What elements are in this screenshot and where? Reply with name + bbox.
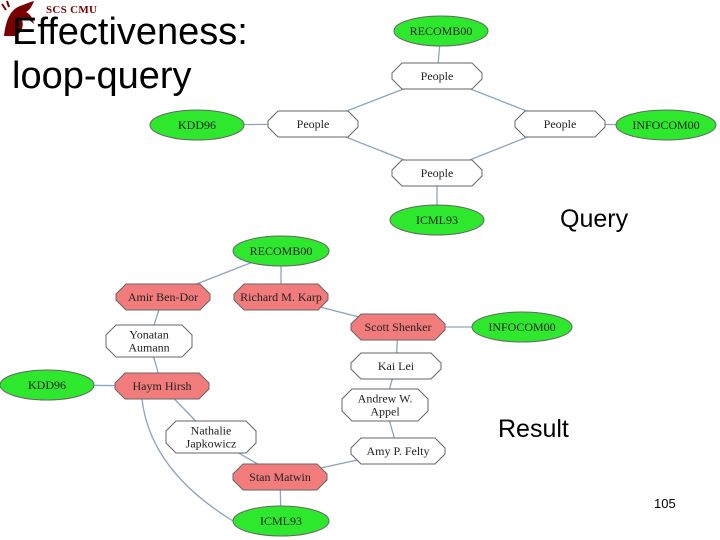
query-node-label-q-people-right-0: People [544, 117, 577, 131]
result-node-shape-r-kailei [350, 352, 442, 380]
result-node-shape-r-recomb [232, 235, 330, 267]
query-node-shape-q-recomb [393, 15, 489, 47]
result-node-r-amy: Amy P. Felty [350, 437, 446, 465]
result-node-label-r-shenker-0: Scott Shenker [365, 320, 432, 334]
query-node-q-people-right: People [514, 110, 606, 138]
result-node-shape-r-amy [350, 437, 446, 465]
result-node-r-kdd: KDD96 [0, 369, 95, 401]
result-node-shape-r-appel [341, 388, 429, 422]
query-node-label-q-people-left-0: People [297, 117, 330, 131]
result-node-label-r-appel-1: Appel [370, 405, 400, 419]
result-node-r-amir: Amir Ben-Dor [115, 283, 211, 311]
result-node-shape-r-kdd [0, 369, 95, 401]
result-node-label-r-recomb-0: RECOMB00 [250, 244, 313, 258]
result-node-r-recomb: RECOMB00 [232, 235, 330, 267]
result-caption: Result [498, 415, 569, 443]
result-node-shape-r-shenker [350, 313, 446, 341]
result-node-r-haym: Haym Hirsh [114, 372, 210, 400]
query-node-shape-q-people-left [267, 110, 359, 138]
query-node-shape-q-people-right [514, 110, 606, 138]
result-node-shape-r-haym [114, 372, 210, 400]
result-node-label-r-nathalie-0: Nathalie [191, 424, 232, 438]
query-node-q-people-top: People [391, 62, 483, 90]
query-node-label-q-infocom-0: INFOCOM00 [632, 118, 699, 132]
title-line-2: loop-query [12, 55, 192, 97]
query-node-q-kdd: KDD96 [149, 109, 245, 141]
result-node-label-r-icml-0: ICML93 [260, 514, 302, 528]
result-node-shape-r-karp [233, 283, 329, 311]
result-node-r-shenker: Scott Shenker [350, 313, 446, 341]
query-node-shape-q-kdd [149, 109, 245, 141]
result-node-r-appel: Andrew W.Appel [341, 388, 429, 422]
query-node-q-icml: ICML93 [389, 204, 485, 236]
result-node-shape-r-icml [232, 505, 330, 537]
result-node-shape-r-infocom [471, 311, 573, 343]
query-node-shape-q-icml [389, 204, 485, 236]
result-node-label-r-haym-0: Haym Hirsh [133, 379, 192, 393]
page-number: 105 [654, 496, 676, 511]
result-node-label-r-kdd-0: KDD96 [28, 378, 66, 392]
result-node-r-kailei: Kai Lei [350, 352, 442, 380]
result-edge-r-haym-r-icml [141, 398, 234, 522]
result-node-label-r-amy-0: Amy P. Felty [366, 444, 429, 458]
title-line-1: Effectiveness: [12, 11, 248, 53]
query-node-label-q-recomb-0: RECOMB00 [410, 24, 473, 38]
query-node-shape-q-people-bottom [391, 159, 483, 187]
query-caption: Query [560, 205, 629, 233]
result-node-label-r-appel-0: Andrew W. [358, 392, 413, 406]
query-node-label-q-kdd-0: KDD96 [178, 118, 216, 132]
result-node-label-r-matwin-0: Stan Matwin [249, 470, 311, 484]
result-node-label-r-karp-0: Richard M. Karp [240, 290, 322, 304]
result-node-label-r-yonatan-1: Aumann [128, 341, 169, 355]
result-node-r-karp: Richard M. Karp [233, 283, 329, 311]
result-node-label-r-infocom-0: INFOCOM00 [488, 320, 555, 334]
query-node-shape-q-people-top [391, 62, 483, 90]
query-node-label-q-icml-0: ICML93 [416, 213, 458, 227]
result-node-shape-r-matwin [232, 463, 328, 491]
slide-title: Effectiveness: loop-query [12, 10, 248, 98]
org-label: SCS CMU [46, 4, 98, 16]
query-node-q-people-left: People [267, 110, 359, 138]
query-node-q-people-bottom: People [391, 159, 483, 187]
query-node-label-q-people-bottom-0: People [421, 166, 454, 180]
query-node-q-recomb: RECOMB00 [393, 15, 489, 47]
result-node-r-matwin: Stan Matwin [232, 463, 328, 491]
result-node-shape-r-amir [115, 283, 211, 311]
query-node-shape-q-infocom [615, 109, 717, 141]
query-node-label-q-people-top-0: People [421, 69, 454, 83]
result-node-label-r-kailei-0: Kai Lei [378, 359, 415, 373]
result-node-label-r-nathalie-1: Japkowicz [186, 437, 237, 451]
result-node-shape-r-yonatan [105, 324, 193, 358]
result-node-r-icml: ICML93 [232, 505, 330, 537]
result-node-label-r-yonatan-0: Yonatan [129, 328, 168, 342]
query-node-q-infocom: INFOCOM00 [615, 109, 717, 141]
cmu-logo-icon [1, 0, 34, 36]
result-node-label-r-amir-0: Amir Ben-Dor [128, 290, 198, 304]
result-node-r-infocom: INFOCOM00 [471, 311, 573, 343]
result-node-shape-r-nathalie [165, 420, 257, 454]
